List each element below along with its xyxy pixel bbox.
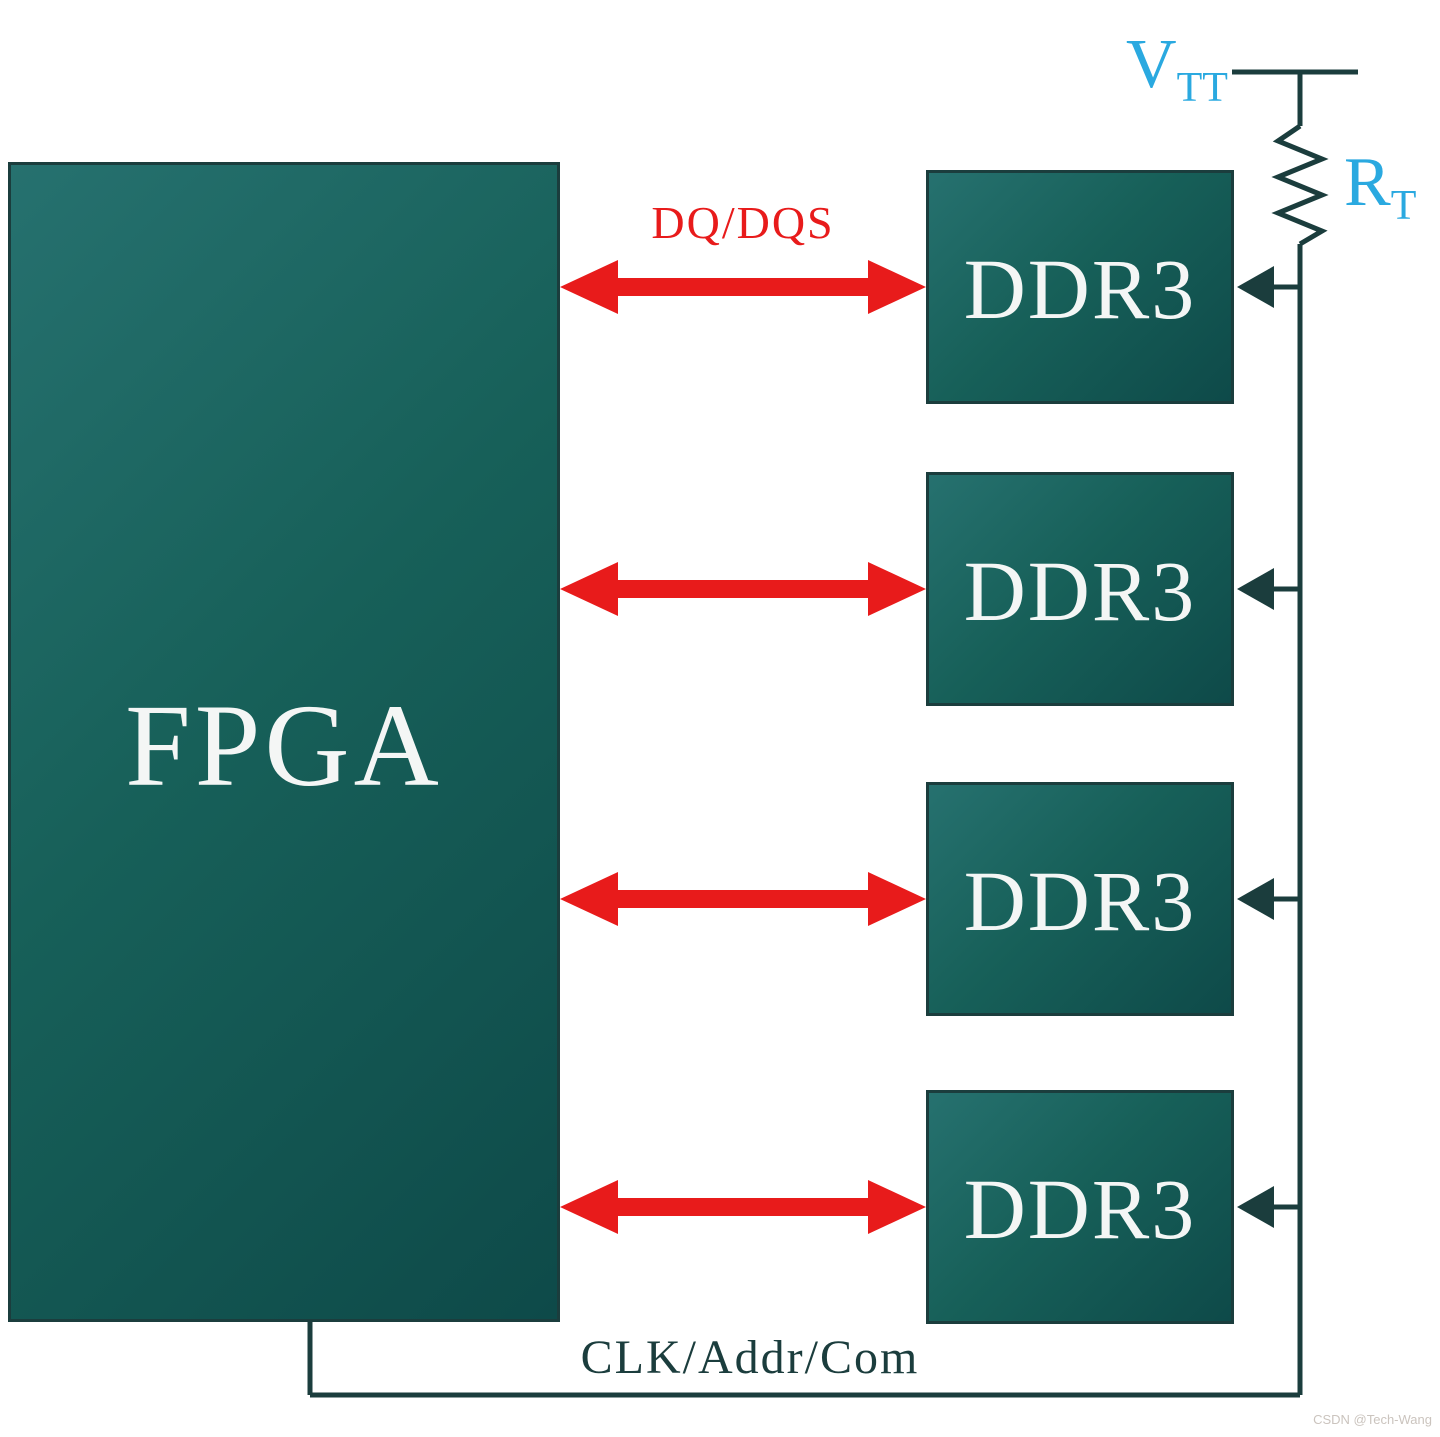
ddr3-block-4: DDR3 xyxy=(926,1090,1234,1324)
ddr3-2-bus-stub xyxy=(1237,568,1300,610)
bus-arrowhead-icon xyxy=(1237,878,1274,920)
ddr3-label: DDR3 xyxy=(963,241,1197,337)
ddr3-block-3: DDR3 xyxy=(926,782,1234,1016)
ddr3-block-2: DDR3 xyxy=(926,472,1234,706)
bus-arrowhead-icon xyxy=(1237,568,1274,610)
vtt-label-main: V xyxy=(1126,26,1177,103)
dq-dqs-label: DQ/DQS xyxy=(651,197,835,248)
clk-addr-com-label: CLK/Addr/Com xyxy=(580,1331,920,1384)
fpga-block: FPGA xyxy=(8,162,560,1322)
dq-dqs-arrow-2 xyxy=(560,562,926,616)
ddr3-label: DDR3 xyxy=(963,543,1197,639)
ddr3-block-1: DDR3 xyxy=(926,170,1234,404)
ddr3-label: DDR3 xyxy=(963,1161,1197,1257)
bus-arrowhead-icon xyxy=(1237,266,1274,308)
vtt-label-subscript: TT xyxy=(1176,65,1228,111)
termination-resistor-symbol xyxy=(1271,123,1329,247)
ddr3-3-bus-stub xyxy=(1237,878,1300,920)
dq-dqs-arrow-4 xyxy=(560,1180,926,1234)
watermark: CSDN @Tech-Wang xyxy=(1313,1412,1432,1427)
ddr3-label: DDR3 xyxy=(963,853,1197,949)
dq-dqs-arrow-3 xyxy=(560,872,926,926)
ddr3-4-bus-stub xyxy=(1237,1186,1300,1228)
bus-arrowhead-icon xyxy=(1237,1186,1274,1228)
dq-dqs-arrow-1 xyxy=(560,260,926,314)
vtt-label: VTT xyxy=(1126,30,1228,111)
ddr3-1-bus-stub xyxy=(1237,266,1300,308)
fpga-label: FPGA xyxy=(125,680,443,811)
rt-label-subscript: T xyxy=(1390,183,1417,229)
rt-label: RT xyxy=(1344,148,1417,229)
rt-label-main: R xyxy=(1344,144,1391,221)
